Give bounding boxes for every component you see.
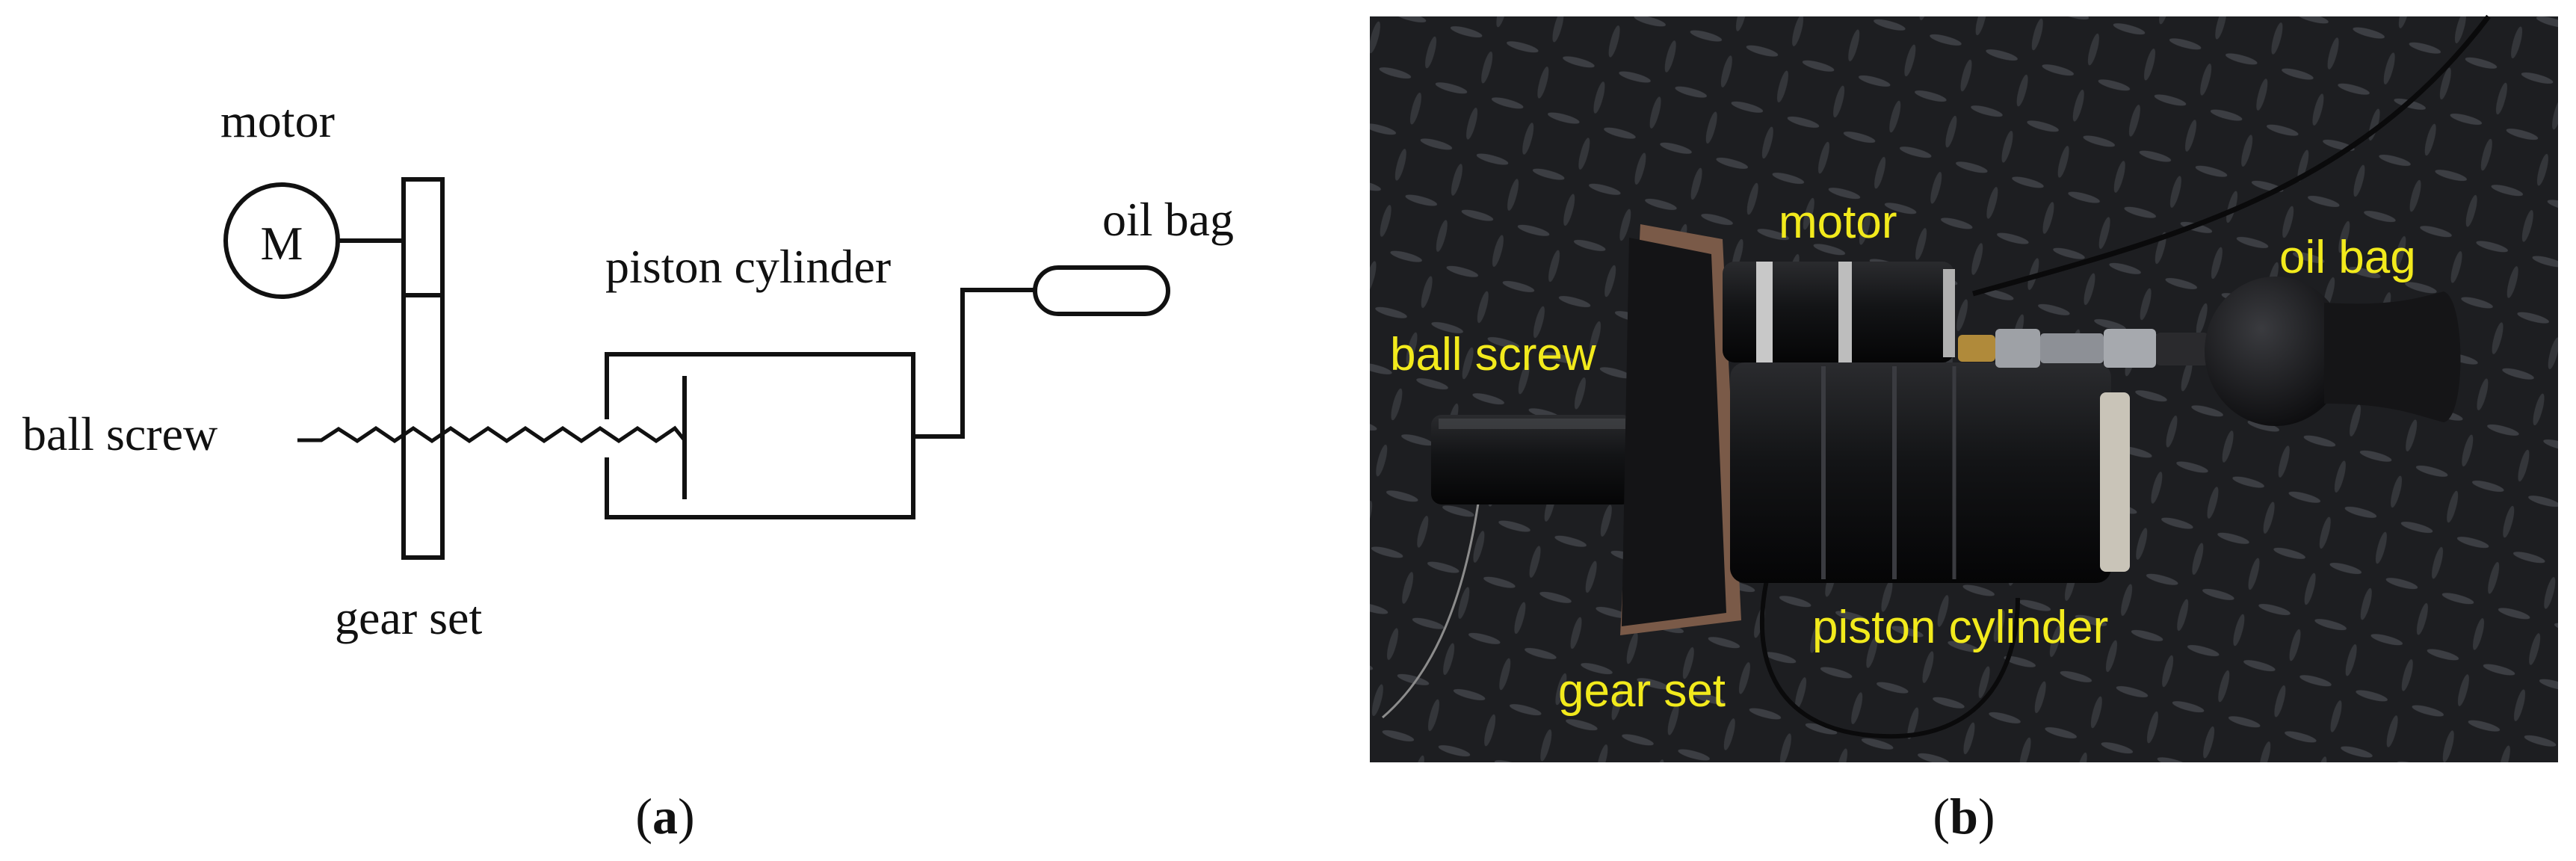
label-a-gear-set: gear set <box>335 591 482 644</box>
label-a-ball-screw: ball screw <box>22 407 217 460</box>
gear-housing <box>1622 238 1726 626</box>
oil-bag-shape <box>1033 265 1170 316</box>
gear-set-shape <box>401 177 445 560</box>
brass-fitting <box>1958 335 1995 362</box>
motor-cable <box>1972 14 2491 297</box>
piston-cylinder-body <box>1730 362 2111 583</box>
label-a-piston-cylinder: piston cylinder <box>605 240 891 293</box>
hose-nut <box>2156 333 2208 365</box>
panel-b-photo <box>1370 14 2558 762</box>
motor-band-2 <box>1838 262 1852 362</box>
sensor-cable <box>1759 537 2020 739</box>
piston-cylinder-shape <box>605 352 915 519</box>
motor-symbol-letter: M <box>261 217 303 270</box>
label-b-motor: motor <box>1779 197 1897 248</box>
label-b-gear-set: gear set <box>1558 665 1726 717</box>
steel-fitting-2 <box>2040 333 2104 363</box>
motor-band-3 <box>1943 269 1955 357</box>
panel-a-labels: M motor piston cylinder oil bag ball scr… <box>22 94 1234 644</box>
ball-screw-tube-highlight <box>1439 419 1625 429</box>
motor-band-1 <box>1756 262 1773 362</box>
steel-fitting-1 <box>1995 329 2040 368</box>
cylinder-end-cap <box>2100 392 2130 572</box>
label-b-ball-screw: ball screw <box>1390 329 1596 380</box>
oil-line <box>913 288 1035 439</box>
ball-screw-shape <box>297 425 686 444</box>
panel-b-labels: motor oil bag ball screw piston cylinder… <box>1390 197 2416 717</box>
caption-b: (b) <box>1933 788 1995 845</box>
label-b-piston-cylinder: piston cylinder <box>1812 602 2108 653</box>
oil-bag-neck <box>2324 291 2461 422</box>
label-b-oil-bag: oil bag <box>2279 232 2416 283</box>
thin-wire <box>1382 493 1481 719</box>
panel-a-schematic <box>223 177 1170 560</box>
steel-fitting-3 <box>2104 329 2156 368</box>
caption-a: (a) <box>635 788 694 845</box>
oil-bag-bulb <box>2205 277 2347 426</box>
ball-screw-tube <box>1431 415 1633 504</box>
label-a-motor: motor <box>220 94 335 147</box>
label-a-oil-bag: oil bag <box>1102 193 1234 246</box>
